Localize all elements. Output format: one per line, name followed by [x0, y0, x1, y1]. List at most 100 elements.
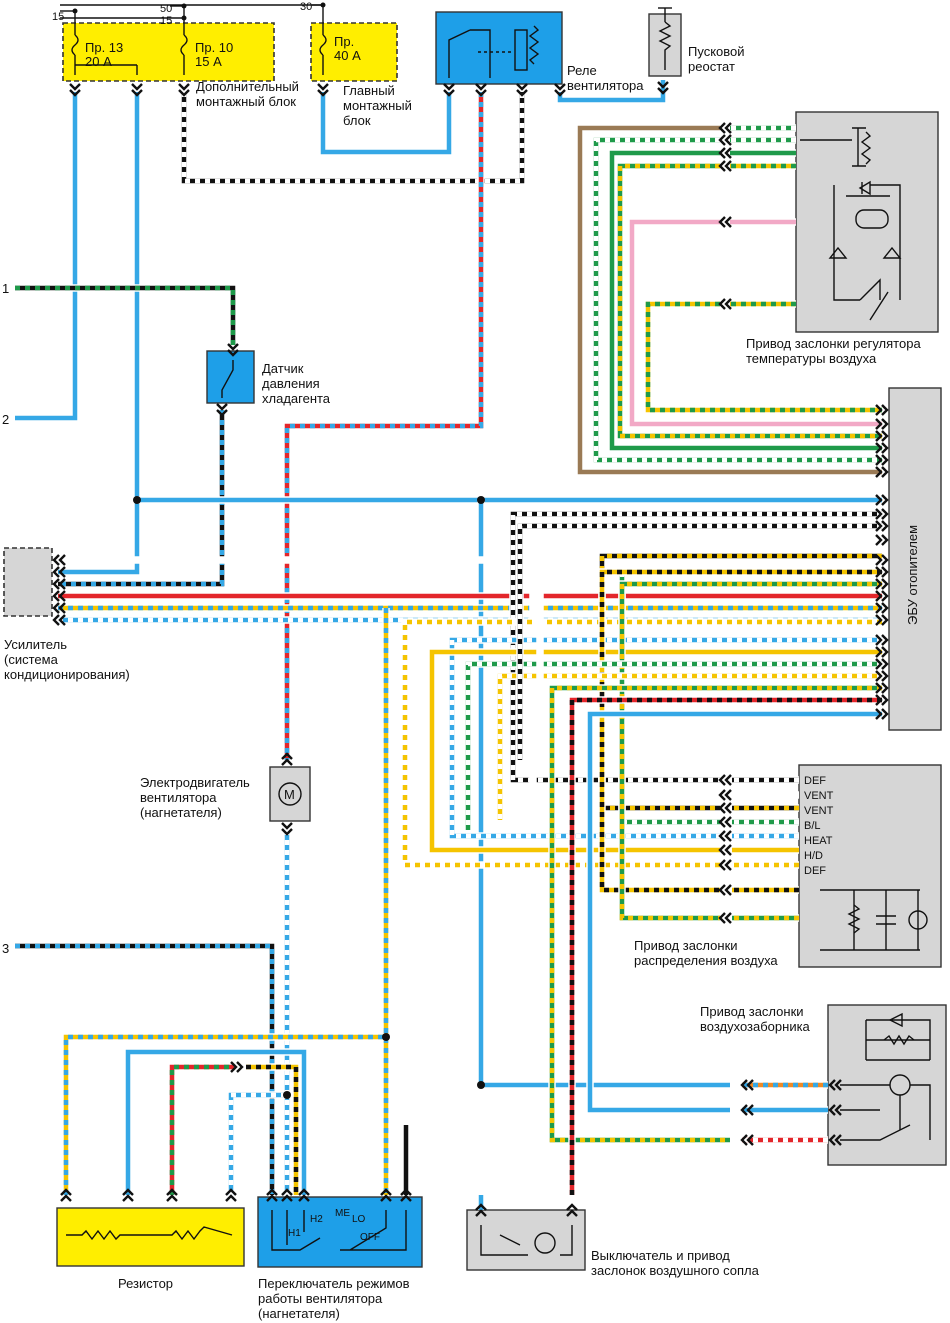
- connector-chevron: [875, 442, 889, 454]
- connector-chevron: [718, 844, 732, 856]
- nozzle-switch-box: [466, 1209, 586, 1271]
- terminal-15-label: 15: [52, 11, 65, 23]
- fuse-13-rating: 20 А: [85, 54, 112, 69]
- connector-chevron: [875, 430, 889, 442]
- junction-dot: [133, 496, 141, 504]
- mode-label: B/L: [804, 820, 821, 832]
- wire: [592, 136, 882, 464]
- connector-chevron: [281, 1188, 293, 1202]
- blower-motor-box: [269, 766, 311, 822]
- fuse-10-name: Пр. 10: [195, 40, 234, 55]
- mode-label: DEF: [804, 865, 826, 877]
- junction-dot: [283, 1091, 291, 1099]
- heater-ecu-box: [888, 387, 942, 731]
- blower-motor-label: Электродвигатель вентилятора (нагнетател…: [140, 775, 250, 820]
- resistor-box: [56, 1207, 245, 1267]
- connector-chevron: [718, 789, 732, 801]
- connector-chevron: [52, 614, 66, 626]
- connector-chevron: [740, 1134, 754, 1146]
- wire: [628, 218, 882, 428]
- connector-chevron: [69, 83, 81, 97]
- junction-dot: [477, 496, 485, 504]
- connector-chevron: [443, 83, 455, 97]
- wire: [246, 1063, 300, 1195]
- terminal-30-label: 30: [300, 1, 313, 13]
- wire: [401, 618, 882, 869]
- mode-label: DEF: [804, 775, 826, 787]
- aux-fuse-box: [62, 22, 275, 82]
- junction-dot: [382, 1033, 390, 1041]
- connector-chevron: [875, 508, 889, 520]
- pressure-sensor-label: Датчик давления хладагента: [262, 361, 331, 406]
- fan-relay-box: [435, 11, 563, 85]
- wire: [58, 92, 141, 576]
- connector-chevron: [875, 658, 889, 670]
- switch-pos-h1: H1: [288, 1228, 301, 1239]
- connector-chevron: [875, 708, 889, 720]
- temp-actuator-box: [795, 111, 939, 333]
- connector-chevron: [875, 534, 889, 546]
- connector-chevron: [740, 1104, 754, 1116]
- connector-chevron: [131, 83, 143, 97]
- connector-chevron: [281, 752, 293, 766]
- wire: [568, 696, 882, 1195]
- temp-actuator-label: Привод заслонки регулятора температуры в…: [746, 336, 921, 366]
- wire: [598, 568, 882, 894]
- connector-chevron: [875, 634, 889, 646]
- wire: [618, 580, 882, 922]
- connector-chevron: [52, 566, 66, 578]
- mode-label: VENT: [804, 805, 834, 817]
- connector-chevron: [475, 83, 487, 97]
- mode-switch-label: Переключатель режимов работы вентилятора…: [258, 1276, 410, 1321]
- connector-chevron: [52, 602, 66, 614]
- wire: [464, 660, 882, 830]
- connector-chevron: [122, 1188, 134, 1202]
- component-internals: M: [60, 2, 931, 1256]
- wire: [536, 536, 882, 760]
- connector-chevron: [740, 1079, 754, 1091]
- connector-chevron: [718, 884, 732, 896]
- connector-chevron: [475, 1203, 487, 1217]
- connector-chevron: [554, 83, 566, 97]
- connector-chevron: [400, 1188, 412, 1202]
- wire: [15, 942, 276, 1195]
- wire: [496, 672, 882, 820]
- fuse-10-rating: 15 А: [195, 54, 222, 69]
- terminal-50-label: 50: [160, 3, 173, 15]
- connector-chevron: [718, 816, 732, 828]
- main-fuse-box: [310, 22, 398, 82]
- connector-chevron: [230, 1061, 244, 1073]
- junction-dot: [477, 1081, 485, 1089]
- connector-chevron: [317, 83, 329, 97]
- connector-chevron: [828, 1134, 842, 1146]
- wire: [576, 124, 882, 476]
- connector-chevron: [875, 614, 889, 626]
- connector-chevron: [380, 1188, 392, 1202]
- connector-chevron: [718, 122, 732, 134]
- switch-pos-off: OFF: [360, 1232, 380, 1243]
- wire: [124, 1048, 308, 1195]
- wire-number-2: 2: [2, 412, 10, 427]
- wire: [448, 636, 882, 840]
- connector-chevron: [60, 1188, 72, 1202]
- switch-pos-lo: LO: [352, 1214, 366, 1225]
- connector-chevron: [828, 1079, 842, 1091]
- connector-chevron: [566, 1203, 578, 1217]
- heater-ecu-label: ЭБУ отопителем: [905, 524, 920, 625]
- connector-chevron: [718, 830, 732, 842]
- wire: [616, 162, 882, 440]
- fuse-13-name: Пр. 13: [85, 40, 124, 55]
- fuse-40-name: Пр.: [334, 34, 355, 49]
- wire-number-3: 3: [2, 941, 10, 956]
- connector-chevron: [875, 566, 889, 578]
- connector-chevron: [875, 554, 889, 566]
- connector-chevron: [657, 81, 669, 95]
- intake-actuator-label: Привод заслонки воздухозаборника: [700, 1004, 810, 1034]
- main-block-label: Главный монтажный блок: [343, 83, 412, 128]
- mode-label: VENT: [804, 790, 834, 802]
- mode-label: H/D: [804, 850, 823, 862]
- connector-chevron: [718, 147, 732, 159]
- connector-chevron: [718, 774, 732, 786]
